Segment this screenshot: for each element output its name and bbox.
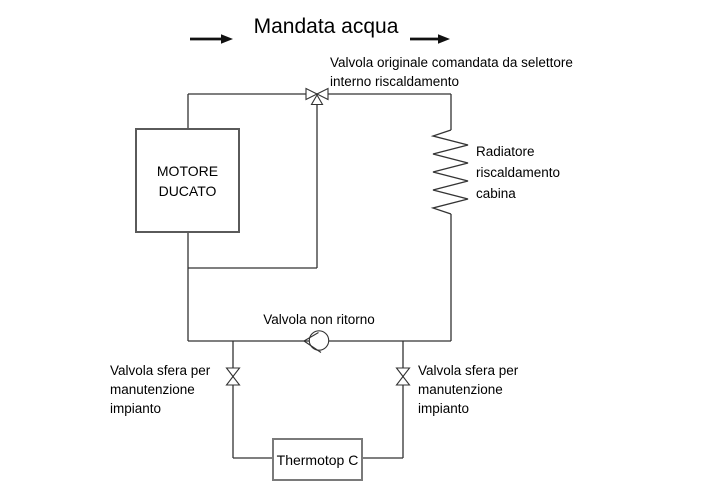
- flow-arrow-right-icon: [410, 34, 450, 44]
- engine-box: MOTORE DUCATO: [135, 128, 240, 233]
- ball-valve-right-icon: [395, 367, 411, 386]
- heater-box-label: Thermotop C: [276, 451, 359, 468]
- diagram-title: Mandata acqua: [253, 15, 399, 38]
- three-way-valve-icon: [305, 87, 329, 106]
- ball-valve-right-label: Valvola sfera per manutenzione impianto: [418, 363, 519, 416]
- heater-box: Thermotop C: [272, 438, 363, 481]
- engine-box-label: MOTORE DUCATO: [156, 162, 219, 199]
- flow-arrow-left-icon: [190, 34, 233, 44]
- ball-valve-left-label: Valvola sfera per manutenzione impianto: [110, 363, 211, 416]
- check-valve-icon: [303, 330, 330, 353]
- radiator-label: Radiatore riscaldamento cabina: [476, 144, 561, 201]
- radiator-coil-icon: [430, 129, 469, 215]
- check-valve-label: Valvola non ritorno: [263, 312, 375, 327]
- three-way-valve-label: Valvola originale comandata da selettore…: [330, 55, 573, 89]
- ball-valve-left-icon: [225, 367, 241, 386]
